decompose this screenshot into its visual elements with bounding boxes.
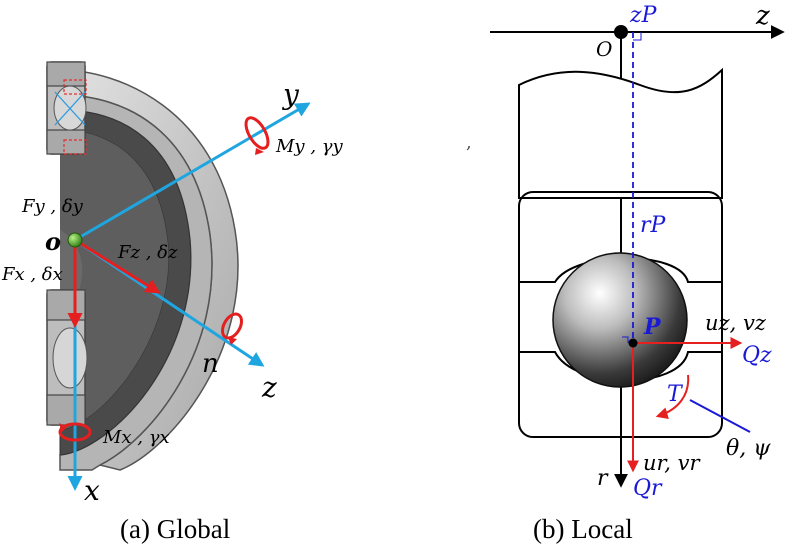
rolling-ball (552, 252, 688, 388)
moment-y-icon (244, 116, 270, 155)
label-force-y: Fy , δy (21, 196, 84, 217)
label-moment-x: Mx , γx (102, 427, 170, 448)
bearing-cutaway (46, 61, 239, 471)
label-axis-y: y (281, 78, 300, 111)
label-rp: rP (640, 213, 667, 238)
torque-arc-icon (655, 374, 690, 419)
right-angle-mark-top (633, 32, 642, 41)
label-qr: Qr (633, 476, 663, 501)
force-z-arrow (74, 238, 161, 294)
label-uz-vz: uz, vz (705, 311, 767, 335)
axis-y-arrow (74, 102, 311, 242)
label-axis-n: n (202, 349, 219, 379)
label-force-x: Fx , δx (1, 264, 63, 285)
label-point-p: P (643, 314, 662, 340)
moment-n-icon (221, 312, 243, 345)
label-torque-t: T (667, 382, 684, 407)
theta-leader-line (689, 399, 751, 433)
right-angle-mark-p (622, 336, 629, 343)
label-local-r: r (597, 466, 609, 491)
label-axis-x: x (84, 474, 100, 507)
label-zp: zP (629, 3, 658, 28)
label-force-z: Fz , δz (117, 242, 178, 263)
label-moment-y: My , γy (275, 136, 344, 157)
caption-local: (b) Local (533, 514, 633, 544)
caption-global: (a) Global (120, 514, 230, 544)
housing-box (518, 191, 723, 438)
stray-mark: , (466, 132, 472, 153)
origin-dot (67, 232, 83, 248)
label-qz: Qz (742, 343, 772, 368)
outer-ring-section (518, 67, 723, 199)
label-theta-psi: θ, ψ (726, 436, 771, 461)
point-p-dot (628, 338, 638, 348)
label-axis-z: z (261, 371, 277, 404)
label-ur-vr: ur, vr (643, 451, 701, 475)
label-origin: o (45, 227, 61, 256)
label-local-origin: O (596, 37, 612, 61)
moment-x-icon (58, 422, 92, 442)
label-local-z: z (755, 1, 770, 31)
